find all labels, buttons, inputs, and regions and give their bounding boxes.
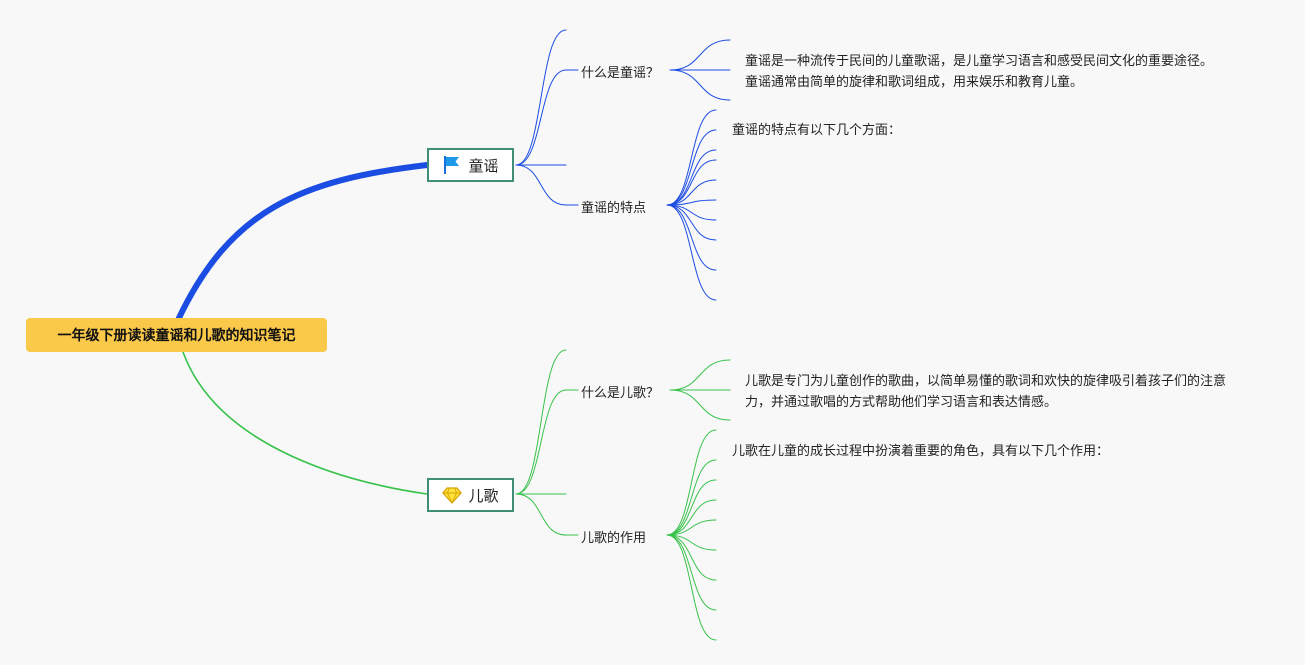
branch-erge-functions <box>666 534 717 551</box>
branch-erge-functions <box>666 534 717 641</box>
topic-erge[interactable]: 儿歌 <box>427 478 514 512</box>
branch-erge-functions <box>666 519 717 536</box>
erge-functions-text[interactable]: 儿歌在儿童的成长过程中扮演着重要的角色，具有以下几个作用： <box>732 444 1110 459</box>
branch-tongyao-features <box>666 109 717 206</box>
branch-erge-functions <box>666 534 717 611</box>
subtopic-what-is-erge[interactable]: 什么是儿歌？ <box>581 386 660 401</box>
branch-tongyao-sub <box>515 69 567 166</box>
subtopic-tongyao-features[interactable]: 童谣的特点 <box>581 201 647 216</box>
branch-erge-functions <box>666 534 717 581</box>
branch-erge-sub <box>515 493 567 536</box>
root-topic-label: 一年级下册读读童谣和儿歌的知识笔记 <box>57 328 296 344</box>
erge-definition-text[interactable]: 儿歌是专门为儿童创作的歌曲，以简单易懂的歌词和欢快的旋律吸引着孩子们的注意力，并… <box>745 374 1227 410</box>
yellow-diamond-icon <box>442 487 463 504</box>
branch-tongyao-features <box>666 204 717 271</box>
branch-erge-functions <box>666 499 717 536</box>
tongyao-features-text[interactable]: 童谣的特点有以下几个方面： <box>732 123 902 138</box>
branch-tongyao-features <box>666 204 717 241</box>
root-topic[interactable]: 一年级下册读读童谣和儿歌的知识笔记 <box>26 318 327 352</box>
branch-erge-definition <box>669 389 731 421</box>
branch-tongyao-definition <box>669 69 731 101</box>
branch-tongyao-sub <box>515 164 567 206</box>
blue-flag-icon <box>444 156 460 174</box>
branch-tongyao-features <box>666 179 717 206</box>
branch-tongyao-sub <box>515 29 567 166</box>
branch-erge-sub <box>515 349 567 495</box>
main-branch-tongyao <box>175 162 430 323</box>
branch-tongyao-definition <box>669 39 731 71</box>
subtopic-erge-functions[interactable]: 儿歌的作用 <box>581 531 647 546</box>
branch-erge-functions <box>666 429 717 536</box>
branch-erge-definition <box>669 359 731 391</box>
topic-tongyao[interactable]: 童谣 <box>427 148 514 182</box>
topic-tongyao-label: 童谣 <box>468 156 499 175</box>
branch-erge-functions <box>666 479 717 536</box>
branch-erge-functions <box>666 459 717 536</box>
tongyao-definition-text[interactable]: 童谣是一种流传于民间的儿童歌谣，是儿童学习语言和感受民间文化的重要途径。童谣通常… <box>745 54 1214 90</box>
main-branch-erge <box>182 351 428 495</box>
subtopic-what-is-tongyao[interactable]: 什么是童谣？ <box>581 66 660 81</box>
branch-tongyao-features <box>666 204 717 301</box>
branch-erge-sub <box>515 389 567 495</box>
branch-tongyao-features <box>666 129 717 206</box>
topic-erge-label: 儿歌 <box>468 486 499 505</box>
branch-tongyao-features <box>666 159 717 206</box>
